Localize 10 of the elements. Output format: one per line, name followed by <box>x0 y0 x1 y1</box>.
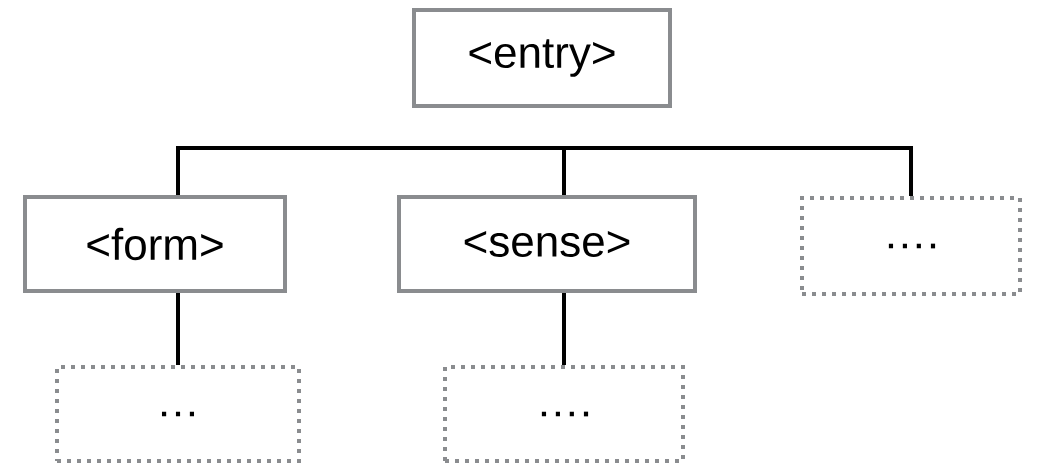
element-box: <entry> <box>412 8 672 108</box>
connector-line <box>176 146 542 195</box>
connector-line <box>542 146 913 196</box>
connector-line <box>562 293 566 365</box>
dotted-box: … <box>55 365 301 463</box>
element-box: <form> <box>23 195 287 293</box>
dotted-box: …. <box>443 365 685 463</box>
connector-line <box>176 293 180 365</box>
dotted-box: …. <box>800 196 1022 296</box>
element-box: <sense> <box>397 195 697 293</box>
